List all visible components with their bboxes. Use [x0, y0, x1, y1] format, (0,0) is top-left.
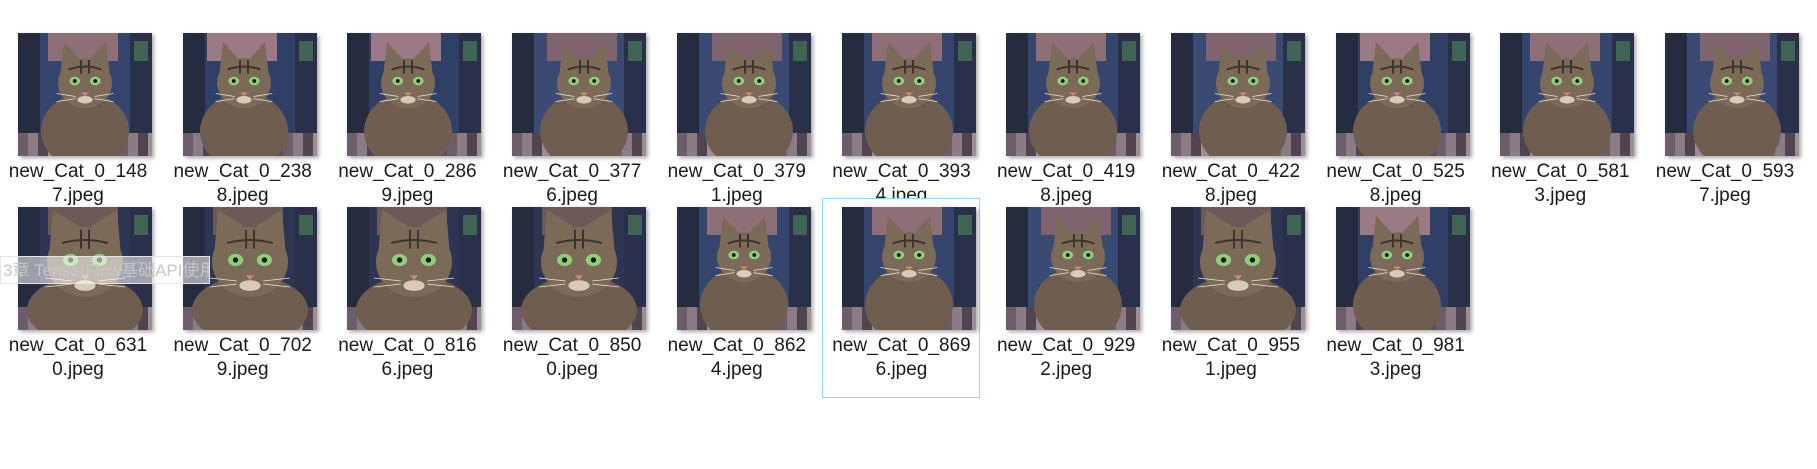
- file-name-label: new_Cat_0_593 7.jpeg: [1648, 160, 1802, 208]
- cat-photo-thumbnail-icon: [1335, 33, 1470, 156]
- file-name-label: new_Cat_0_422 8.jpeg: [1154, 160, 1308, 208]
- ghost-tooltip: 3章 TensorFlow基础API使用: [0, 256, 210, 284]
- file-item[interactable]: new_Cat_0_422 8.jpeg: [1151, 24, 1309, 224]
- file-name-line-1: new_Cat_0_581: [1491, 161, 1630, 182]
- cat-photo-thumbnail-icon: [512, 33, 647, 156]
- cat-photo-thumbnail-icon: [182, 207, 317, 330]
- cat-photo-thumbnail-icon: [1006, 207, 1141, 330]
- file-name-label: new_Cat_0_377 6.jpeg: [495, 160, 649, 208]
- file-name-label: new_Cat_0_816 6.jpeg: [330, 334, 484, 382]
- file-name-label: new_Cat_0_929 2.jpeg: [989, 334, 1143, 382]
- file-name-line-2: 3.jpeg: [1369, 359, 1422, 380]
- file-item[interactable]: new_Cat_0_593 7.jpeg: [1645, 24, 1803, 224]
- file-name-label: new_Cat_0_286 9.jpeg: [330, 160, 484, 208]
- file-name-label: new_Cat_0_238 8.jpeg: [166, 160, 320, 208]
- file-name-line-2: 4.jpeg: [710, 359, 763, 380]
- file-item[interactable]: new_Cat_0_286 9.jpeg: [327, 24, 485, 224]
- file-name-line-1: new_Cat_0_816: [338, 335, 477, 356]
- file-item[interactable]: new_Cat_0_869 6.jpeg: [821, 198, 980, 398]
- file-item[interactable]: new_Cat_0_581 3.jpeg: [1480, 24, 1638, 224]
- file-name-line-2: 6.jpeg: [546, 185, 598, 206]
- file-name-line-1: new_Cat_0_148: [8, 161, 148, 182]
- cat-photo-thumbnail-icon: [512, 207, 647, 330]
- cat-photo-thumbnail-icon: [1170, 207, 1305, 330]
- file-name-line-2: 0.jpeg: [52, 359, 104, 380]
- file-name-line-1: new_Cat_0_419: [996, 161, 1136, 182]
- file-name-line-2: 9.jpeg: [216, 359, 269, 380]
- cat-photo-thumbnail-icon: [841, 207, 976, 330]
- file-name-line-1: new_Cat_0_238: [173, 161, 312, 182]
- file-name-line-1: new_Cat_0_525: [1326, 161, 1465, 182]
- cat-photo-thumbnail-icon: [347, 33, 482, 156]
- cat-photo-thumbnail-icon: [1500, 33, 1635, 156]
- file-name-line-1: new_Cat_0_393: [832, 161, 971, 182]
- file-name-line-2: 9.jpeg: [381, 185, 434, 206]
- cat-photo-thumbnail-icon: [1665, 33, 1799, 156]
- file-name-line-2: 8.jpeg: [1369, 185, 1422, 206]
- file-name-line-1: new_Cat_0_593: [1655, 161, 1795, 182]
- file-name-line-2: 7.jpeg: [52, 185, 104, 206]
- file-name-label: new_Cat_0_862 4.jpeg: [660, 334, 814, 382]
- file-item[interactable]: new_Cat_0_862 4.jpeg: [657, 198, 815, 398]
- cat-photo-thumbnail-icon: [1170, 33, 1305, 156]
- file-name-line-1: new_Cat_0_422: [1161, 161, 1301, 182]
- cat-photo-thumbnail-icon: [1335, 207, 1470, 330]
- cat-photo-thumbnail-icon: [841, 33, 976, 156]
- file-name-label: new_Cat_0_631 0.jpeg: [1, 334, 155, 382]
- file-item[interactable]: new_Cat_0_955 1.jpeg: [1151, 198, 1309, 398]
- file-item[interactable]: new_Cat_0_816 6.jpeg: [327, 198, 485, 398]
- file-item[interactable]: new_Cat_0_238 8.jpeg: [163, 24, 321, 224]
- file-name-line-2: 7.jpeg: [1699, 185, 1751, 206]
- file-name-label: new_Cat_0_702 9.jpeg: [166, 334, 320, 382]
- file-name-label: new_Cat_0_148 7.jpeg: [1, 160, 155, 208]
- file-item[interactable]: new_Cat_0_981 3.jpeg: [1316, 198, 1474, 398]
- file-name-line-2: 8.jpeg: [216, 185, 269, 206]
- file-item[interactable]: new_Cat_0_631 0.jpeg: [0, 198, 156, 398]
- file-item[interactable]: new_Cat_0_148 7.jpeg: [0, 24, 156, 224]
- file-name-label: new_Cat_0_955 1.jpeg: [1154, 334, 1308, 382]
- file-name-label: new_Cat_0_981 3.jpeg: [1319, 334, 1473, 382]
- cat-photo-thumbnail-icon: [18, 33, 152, 156]
- file-name-line-1: new_Cat_0_379: [667, 161, 806, 182]
- cat-photo-thumbnail-icon: [182, 33, 317, 156]
- file-name-line-1: new_Cat_0_377: [502, 161, 642, 182]
- file-name-label: new_Cat_0_525 8.jpeg: [1319, 160, 1473, 208]
- file-name-label: new_Cat_0_850 0.jpeg: [495, 334, 649, 382]
- file-item[interactable]: new_Cat_0_850 0.jpeg: [492, 198, 650, 398]
- file-item[interactable]: new_Cat_0_379 1.jpeg: [657, 24, 815, 224]
- file-name-line-2: 6.jpeg: [875, 359, 928, 380]
- file-name-line-1: new_Cat_0_981: [1326, 335, 1465, 356]
- file-name-label: new_Cat_0_379 1.jpeg: [660, 160, 814, 208]
- cat-photo-thumbnail-icon: [676, 207, 811, 330]
- file-name-line-1: new_Cat_0_862: [667, 335, 806, 356]
- file-name-label: new_Cat_0_581 3.jpeg: [1483, 160, 1637, 208]
- file-item[interactable]: new_Cat_0_702 9.jpeg: [163, 198, 321, 398]
- file-name-line-2: 3.jpeg: [1534, 185, 1587, 206]
- file-name-line-2: 2.jpeg: [1040, 359, 1093, 380]
- cat-photo-thumbnail-icon: [676, 33, 811, 156]
- file-name-line-1: new_Cat_0_286: [338, 161, 477, 182]
- file-item[interactable]: new_Cat_0_525 8.jpeg: [1316, 24, 1474, 224]
- cat-photo-thumbnail-icon: [1006, 33, 1141, 156]
- file-name-line-2: 6.jpeg: [381, 359, 434, 380]
- file-item[interactable]: new_Cat_0_419 8.jpeg: [986, 24, 1144, 224]
- file-name-line-1: new_Cat_0_850: [502, 335, 642, 356]
- cat-photo-thumbnail-icon: [347, 207, 482, 330]
- file-name-line-1: new_Cat_0_929: [996, 335, 1136, 356]
- file-name-line-2: 8.jpeg: [1205, 185, 1257, 206]
- file-item[interactable]: new_Cat_0_377 6.jpeg: [492, 24, 650, 224]
- file-name-line-1: new_Cat_0_955: [1161, 335, 1301, 356]
- file-name-line-2: 1.jpeg: [1205, 359, 1257, 380]
- file-name-line-1: new_Cat_0_631: [8, 335, 148, 356]
- file-name-label: new_Cat_0_869 6.jpeg: [825, 334, 979, 382]
- file-name-line-2: 0.jpeg: [546, 359, 598, 380]
- file-name-line-2: 8.jpeg: [1040, 185, 1093, 206]
- file-name-label: new_Cat_0_419 8.jpeg: [989, 160, 1143, 208]
- file-name-line-1: new_Cat_0_702: [173, 335, 312, 356]
- file-name-line-2: 1.jpeg: [710, 185, 763, 206]
- file-item[interactable]: new_Cat_0_929 2.jpeg: [986, 198, 1144, 398]
- file-name-line-1: new_Cat_0_869: [832, 335, 971, 356]
